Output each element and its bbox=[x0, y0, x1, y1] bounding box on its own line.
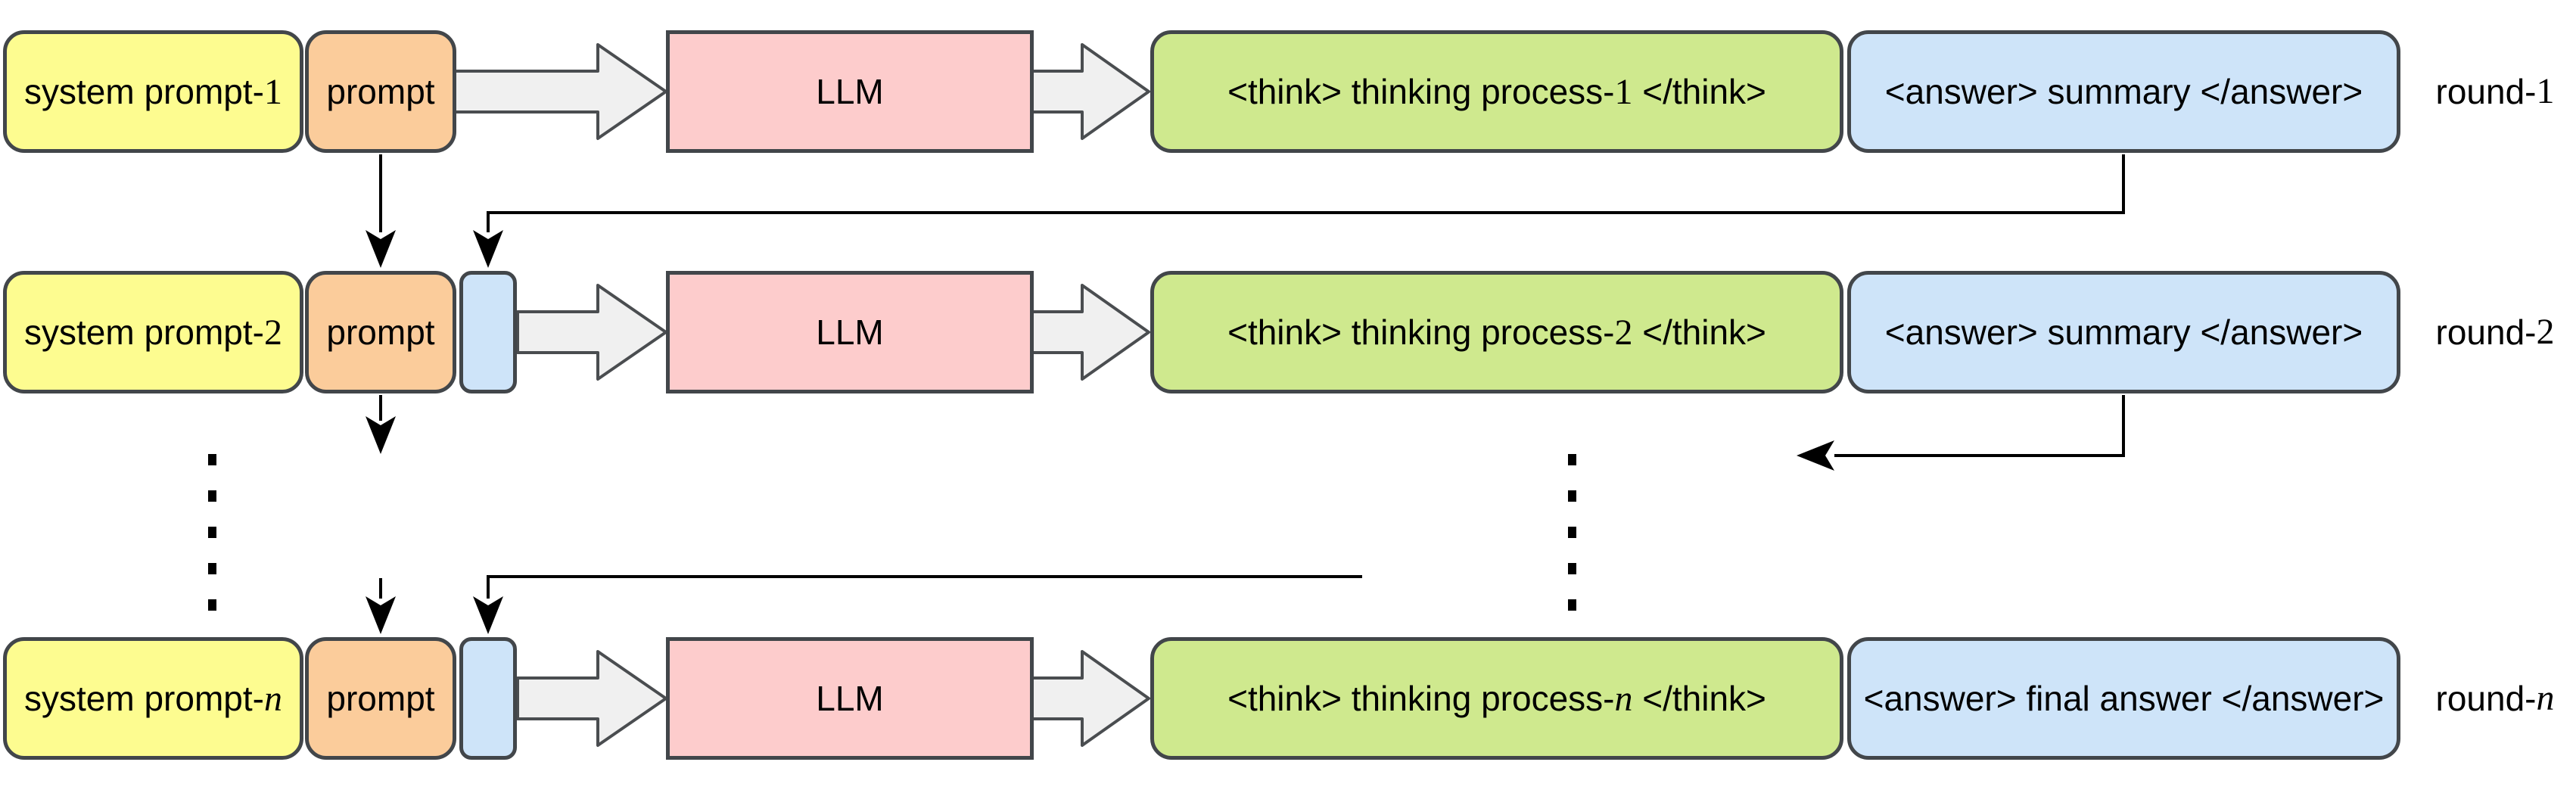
answer-box-round2: <answer> summary </answer> bbox=[1847, 271, 2400, 393]
block-arrow-llm-to-think-rown bbox=[1031, 650, 1150, 747]
arrowhead-prompt2 bbox=[366, 230, 396, 268]
carry-summary-box-round2 bbox=[459, 271, 517, 393]
carry-summary-box-roundn bbox=[459, 637, 517, 760]
prompt-box-round1: prompt bbox=[305, 30, 456, 153]
system-prompt-box-round1: system prompt-1 bbox=[3, 30, 303, 153]
system-prompt-box-round2: system prompt-2 bbox=[3, 271, 303, 393]
think-label: <think> thinking process-n </think> bbox=[1227, 679, 1766, 719]
connector-prev-answer-to-carryn bbox=[487, 575, 1362, 599]
llm-box-round2: LLM bbox=[666, 271, 1034, 393]
llm-label: LLM bbox=[816, 72, 884, 111]
answer-label: <answer> summary </answer> bbox=[1884, 313, 2363, 352]
ellipsis-dots-right bbox=[1568, 454, 1576, 611]
block-arrow-llm-to-think-row1 bbox=[1031, 43, 1150, 140]
prompt-label: prompt bbox=[326, 72, 435, 111]
arrowhead-prompt2-down bbox=[366, 416, 396, 454]
answer-label: <answer> summary </answer> bbox=[1884, 72, 2363, 111]
arrowhead-carryn bbox=[473, 596, 503, 634]
arrowhead-answer2-left bbox=[1797, 440, 1834, 471]
block-arrow-prompt-to-llm-row2 bbox=[516, 284, 667, 381]
prompt-box-round2: prompt bbox=[305, 271, 456, 393]
llm-box-round1: LLM bbox=[666, 30, 1034, 153]
think-label: <think> thinking process-2 </think> bbox=[1227, 313, 1766, 353]
system-prompt-label: system prompt-2 bbox=[24, 313, 282, 353]
llm-label: LLM bbox=[816, 313, 884, 352]
round-label-2: round-2 bbox=[2435, 312, 2555, 352]
think-box-round1: <think> thinking process-1 </think> bbox=[1150, 30, 1843, 153]
system-prompt-box-roundn: system prompt-n bbox=[3, 637, 303, 760]
round-label-n: round-n bbox=[2435, 678, 2555, 718]
ellipsis-dots-left bbox=[208, 454, 216, 611]
connector-answer1-to-carry2 bbox=[487, 154, 2125, 232]
prompt-label: prompt bbox=[326, 313, 435, 352]
llm-label: LLM bbox=[816, 679, 884, 718]
answer-box-roundn: <answer> final answer </answer> bbox=[1847, 637, 2400, 760]
think-box-roundn: <think> thinking process-n </think> bbox=[1150, 637, 1843, 760]
system-prompt-label: system prompt-1 bbox=[24, 72, 282, 112]
prompt-label: prompt bbox=[326, 679, 435, 718]
prompt-box-roundn: prompt bbox=[305, 637, 456, 760]
think-label: <think> thinking process-1 </think> bbox=[1227, 72, 1766, 112]
system-prompt-label: system prompt-n bbox=[24, 679, 282, 719]
block-arrow-llm-to-think-row2 bbox=[1031, 284, 1150, 381]
answer-label: <answer> final answer </answer> bbox=[1863, 679, 2385, 718]
block-arrow-prompt-to-llm-rown bbox=[516, 650, 667, 747]
arrowhead-carry2 bbox=[473, 230, 503, 268]
arrowhead-promptn bbox=[366, 596, 396, 634]
answer-box-round1: <answer> summary </answer> bbox=[1847, 30, 2400, 153]
think-box-round2: <think> thinking process-2 </think> bbox=[1150, 271, 1843, 393]
connector-answer2-down-left bbox=[1834, 395, 2125, 457]
block-arrow-prompt-to-llm-row1 bbox=[453, 43, 667, 140]
llm-box-roundn: LLM bbox=[666, 637, 1034, 760]
round-label-1: round-1 bbox=[2435, 71, 2555, 111]
